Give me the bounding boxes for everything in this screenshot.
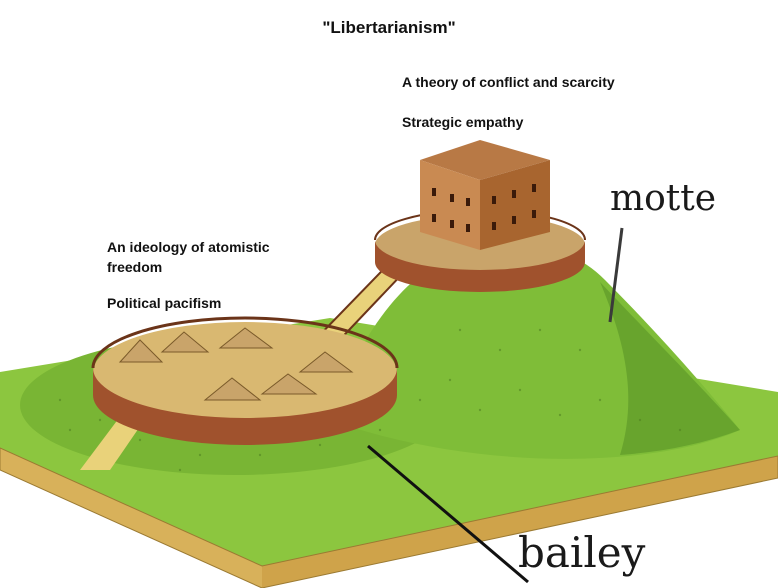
- motte-pointer-line: [608, 227, 624, 323]
- bailey-claim-1: An ideology of atomistic freedom: [107, 239, 270, 275]
- bailey-label: bailey: [518, 528, 646, 577]
- grass-texture: [58, 328, 682, 472]
- bailey-pointer-line: [367, 444, 529, 584]
- page-title: "Libertarianism": [322, 18, 456, 37]
- motte-claim-2: Strategic empathy: [402, 114, 524, 130]
- bailey-claim-2: Political pacifism: [107, 295, 222, 311]
- motte-claim-1: A theory of conflict and scarcity: [402, 74, 615, 90]
- motte-label: motte: [610, 178, 717, 219]
- keep-tower: [420, 140, 550, 250]
- bailey-huts: [118, 327, 354, 401]
